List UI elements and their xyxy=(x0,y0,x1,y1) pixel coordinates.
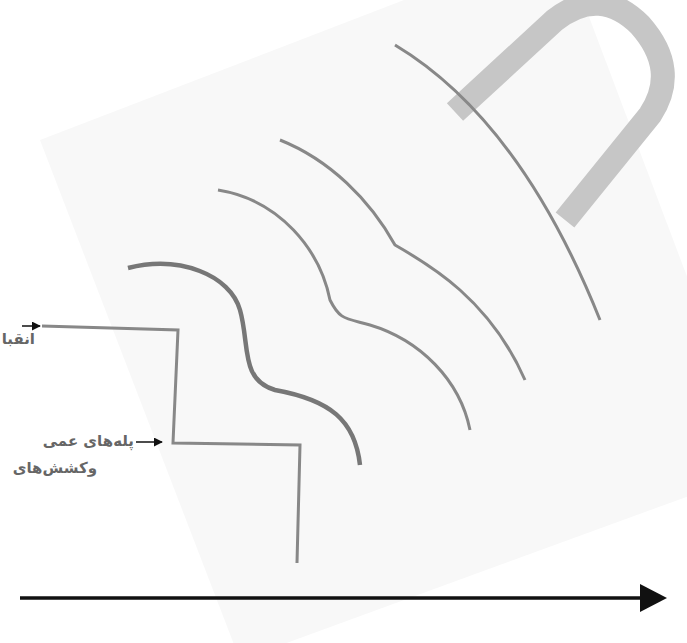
curve-line xyxy=(218,190,470,430)
curve-line xyxy=(128,264,360,465)
curve-line xyxy=(395,45,600,320)
axis-arrow xyxy=(20,596,642,600)
callout-label: پله‌های عمی xyxy=(43,432,134,450)
callout-label: وکشش‌های xyxy=(13,459,97,477)
leader-arrow xyxy=(136,441,162,443)
step-line xyxy=(42,326,300,563)
callout-label: انقبا xyxy=(2,330,35,348)
leader-arrow xyxy=(22,325,40,327)
axis-arrow-head xyxy=(640,584,667,612)
sheet-background xyxy=(40,0,687,643)
magnet-shape xyxy=(455,4,663,220)
